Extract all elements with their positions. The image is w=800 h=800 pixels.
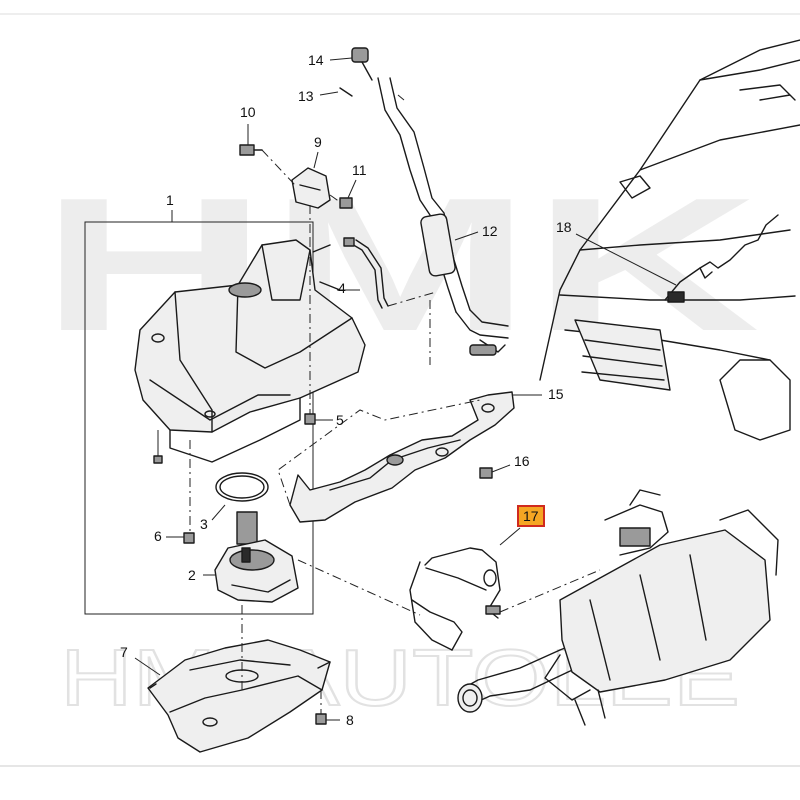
callout-12: 12	[482, 223, 498, 239]
callout-6: 6	[154, 528, 162, 544]
callout-10: 10	[240, 104, 256, 120]
callout-3: 3	[200, 516, 208, 532]
pump-module-2	[203, 511, 421, 616]
vehicle-wiring-18	[539, 39, 800, 441]
filler-neck-12	[377, 77, 509, 365]
seal-ring-3	[189, 440, 269, 540]
hose-4	[337, 237, 437, 309]
callout-18: 18	[556, 219, 572, 235]
nut-8	[315, 690, 340, 725]
callout-13: 13	[298, 88, 314, 104]
callout-16: 16	[514, 453, 530, 469]
callout-17: 17	[523, 508, 539, 524]
callout-2: 2	[188, 567, 196, 583]
callout-8: 8	[346, 712, 354, 728]
screw-13	[319, 87, 353, 97]
adblue-tank	[134, 238, 366, 464]
callout-17-highlight: 17	[517, 505, 545, 527]
callout-9: 9	[314, 134, 322, 150]
cap-14	[329, 47, 373, 81]
exhaust-dpf-assembly	[457, 489, 779, 726]
heat-shield-15	[277, 391, 542, 523]
bracket-9	[291, 151, 331, 240]
clip-6	[166, 532, 195, 544]
bottom-cover-7	[134, 605, 331, 753]
callout-7: 7	[120, 644, 128, 660]
callout-14: 14	[308, 52, 324, 68]
callout-4: 4	[338, 280, 346, 296]
fastener-16	[479, 464, 511, 479]
callout-5: 5	[336, 412, 344, 428]
callout-15: 15	[548, 386, 564, 402]
callout-labels: 1 2 3 4 5 6 7 8 9 10 11 12 13 14 15 16 1…	[120, 52, 572, 728]
bolt-5	[304, 413, 333, 425]
callout-11: 11	[352, 162, 367, 178]
nut-11	[329, 179, 357, 209]
screw-10	[239, 124, 296, 186]
sensor-harness-17	[409, 527, 601, 651]
callout-1: 1	[166, 192, 174, 208]
